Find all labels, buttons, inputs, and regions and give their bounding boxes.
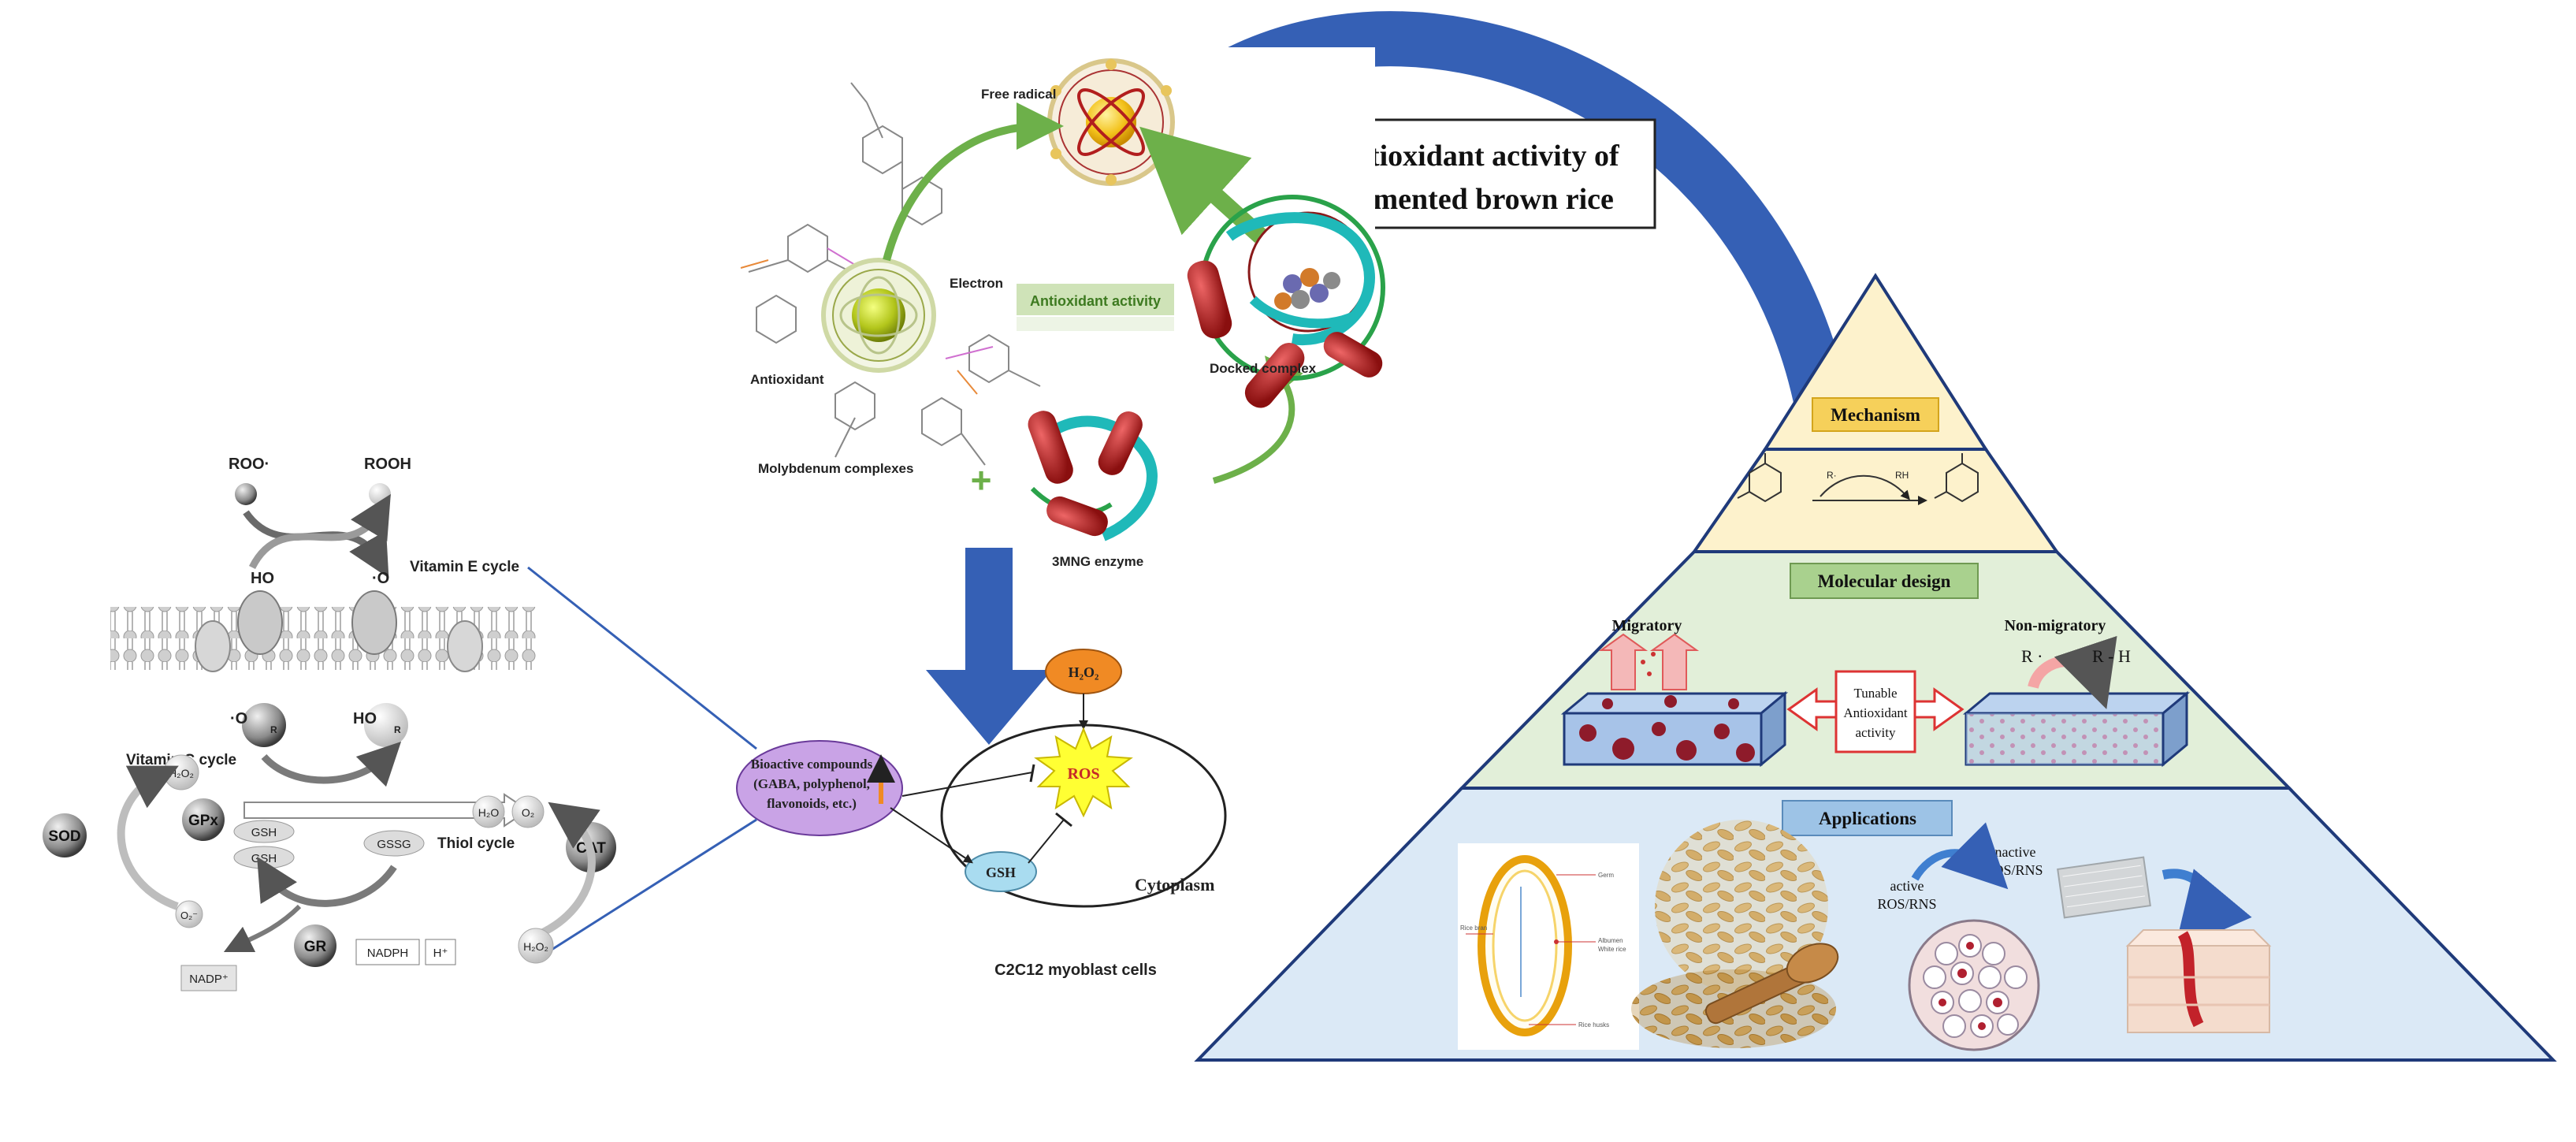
label-gsh: GSH (986, 865, 1016, 880)
label-rice-albumen: Albumen (1598, 937, 1623, 944)
label-r-right: R (394, 724, 401, 735)
label-tunable-3: activity (1856, 725, 1896, 740)
label-h-plus: H⁺ (433, 947, 448, 960)
label-o-vitc: ·O (230, 710, 247, 727)
molecular-design-label-box (1790, 563, 1979, 599)
label-h2o2: H₂O₂ (1069, 664, 1099, 680)
label-vitamin-e-cycle: Vitamin E cycle (410, 559, 519, 575)
migratory-slab (1560, 633, 1789, 768)
connector-h2o2 (551, 818, 757, 951)
label-molecular-design: Molecular design (1818, 571, 1951, 591)
molybdenum-complex-illustration (748, 82, 1041, 466)
label-thiol-cycle: Thiol cycle (437, 835, 515, 852)
label-applications: Applications (1819, 809, 1916, 828)
docking-panel: Free radical Antioxidant Electron Antiox… (721, 47, 1385, 569)
bioactive-compounds-ellipse (736, 740, 903, 836)
bioactive-line-2: (GABA, polyphenol, (753, 776, 870, 791)
label-rice-husks: Rice husks (1578, 1021, 1609, 1029)
label-non-migratory: Non-migratory (2005, 617, 2106, 634)
rice-grains-photo (1631, 820, 1839, 1048)
label-free-radical: Free radical (981, 87, 1056, 102)
label-electron: Electron (950, 276, 1003, 291)
connector-vitamin-e (527, 566, 757, 750)
free-radical-illustration (1047, 58, 1175, 186)
bioactive-line-1: Bioactive compounds (751, 757, 873, 772)
label-molybdenum-complexes: Molybdenum complexes (758, 461, 913, 476)
label-ho-top: HO (251, 570, 274, 587)
label-rice-bran: Rice bran (1460, 924, 1487, 932)
title-line-2: fermented brown rice (1336, 183, 1614, 216)
inactivation-arrow (1911, 822, 2009, 890)
label-ho-vitc: HO (353, 710, 377, 727)
label-h2o2-left: H₂O₂ (169, 767, 194, 779)
label-inactive-1: inactive (1991, 844, 2036, 860)
label-migratory: Migratory (1612, 617, 1682, 634)
label-o2: O₂ (522, 806, 534, 819)
non-migratory-slab (1962, 635, 2191, 768)
arrow-electron-to-radical (883, 102, 1064, 262)
label-gsh-bottom: GSH (251, 852, 277, 865)
label-r-dot: R · (2021, 646, 2043, 666)
label-rice-germ: Germ (1598, 872, 1614, 879)
enzyme-illustration (1028, 411, 1158, 541)
tunable-box (1834, 670, 1916, 753)
label-ros: ROS (1067, 765, 1099, 783)
down-arrow (926, 548, 1052, 745)
label-cell-type: C2C12 myoblast cells (994, 962, 1157, 979)
antioxidant-illustration (821, 258, 936, 373)
label-sod: SOD (48, 828, 80, 845)
label-mechanism: Mechanism (1831, 405, 1920, 425)
label-active-1: active (1890, 878, 1924, 894)
plus-sign: + (971, 459, 992, 500)
label-3mng-enzyme: 3MNG enzyme (1052, 554, 1143, 569)
arrow-enzyme-to-complex (1212, 355, 1303, 484)
label-h2o2-right: H₂O₂ (523, 940, 548, 953)
label-r-left: R (270, 724, 277, 735)
label-gr: GR (304, 939, 327, 955)
mechanism-reaction (1737, 453, 1979, 505)
label-antioxidant: Antioxidant (750, 372, 824, 387)
antioxidant-activity-badge (1017, 284, 1174, 315)
label-rooh: ROOH (364, 456, 411, 473)
label-mech-product: RH (1895, 470, 1909, 481)
label-gpx: GPx (188, 813, 218, 829)
label-active-2: ROS/RNS (1877, 896, 1936, 912)
label-antioxidant-activity: Antioxidant activity (1030, 293, 1161, 309)
cycle-panel: ROO· ROOH HO ·O Vitamin E cycle ·O HO R … (43, 456, 616, 991)
gsh-ellipse (965, 851, 1037, 892)
label-nadp: NADP⁺ (189, 973, 229, 986)
label-tunable-1: Tunable (1853, 686, 1897, 701)
label-r-h: R - H (2092, 646, 2131, 666)
label-gssg: GSSG (377, 838, 411, 851)
rice-grain-diagram (1458, 843, 1639, 1050)
docked-complex-illustration (1187, 195, 1385, 408)
mechanism-label-box (1812, 397, 1939, 432)
label-o-top: ·O (372, 570, 389, 587)
cell-cluster-illustration (1908, 919, 2040, 1051)
label-roo: ROO· (229, 456, 269, 473)
scaffold-illustration (2057, 856, 2151, 919)
label-gsh-top: GSH (251, 826, 277, 839)
label-rice-white: White rice (1598, 946, 1626, 953)
label-mech-radical: R· (1827, 470, 1837, 481)
label-tunable-2: Antioxidant (1843, 705, 1907, 720)
applications-label-box (1782, 800, 1953, 836)
label-o2-radical: O₂⁻ (180, 910, 198, 921)
ros-burst (1034, 727, 1133, 818)
skin-wound-illustration (2125, 929, 2272, 1033)
pyramid: Mechanism R· RH Molecular design Migrato… (1194, 273, 2557, 1062)
healing-arrow (2162, 869, 2252, 951)
title-line-1: Antioxidant activity of (1331, 139, 1620, 173)
bioactive-line-3: flavonoids, etc.) (767, 796, 857, 811)
label-nadph: NADPH (367, 947, 409, 960)
cell-panel: Bioactive compounds (GABA, polyphenol, f… (736, 649, 1227, 979)
label-inactive-2: ROS/RNS (1983, 862, 2043, 878)
label-cytoplasm: Cytoplasm (1135, 875, 1214, 895)
label-docked-complex: Docked complex (1210, 361, 1317, 376)
label-h2o: H₂O (478, 806, 500, 819)
